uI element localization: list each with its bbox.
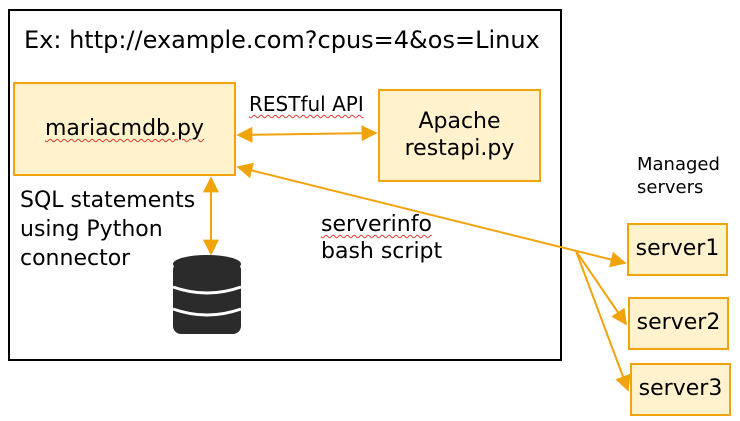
node-server1: server1 xyxy=(627,223,728,276)
sql-line-2: using Python xyxy=(20,217,163,242)
edge-label-restful-api: RESTful API xyxy=(249,92,364,116)
sql-line-3: connector xyxy=(20,246,131,271)
node-mariacmdb: mariacmdb.py xyxy=(13,82,236,176)
node-server2: server2 xyxy=(628,297,729,350)
node-apache-label-line2: restapi.py xyxy=(404,135,515,161)
node-server3: server3 xyxy=(630,363,731,416)
node-server1-label: server1 xyxy=(635,236,720,262)
edge-fanout-server3 xyxy=(575,250,631,392)
node-mariacmdb-label: mariacmdb.py xyxy=(45,115,204,141)
edge-fanout-server1 xyxy=(236,162,627,268)
edge-mariacmdb-apache xyxy=(236,125,378,143)
managed-line-2: servers xyxy=(637,177,704,198)
managed-servers-label: Managed servers xyxy=(637,153,720,199)
database-icon xyxy=(173,255,241,334)
edge-fanout-server2 xyxy=(575,250,627,326)
sql-statements-label: SQL statements using Python connector xyxy=(20,186,195,273)
node-apache-label-line1: Apache xyxy=(418,109,501,135)
example-url: Ex: http://example.com?cpus=4&os=Linux xyxy=(24,26,540,54)
node-server3-label: server3 xyxy=(638,376,723,402)
node-server2-label: server2 xyxy=(636,310,721,336)
managed-line-1: Managed xyxy=(637,154,720,175)
sql-line-1: SQL statements xyxy=(20,188,196,213)
